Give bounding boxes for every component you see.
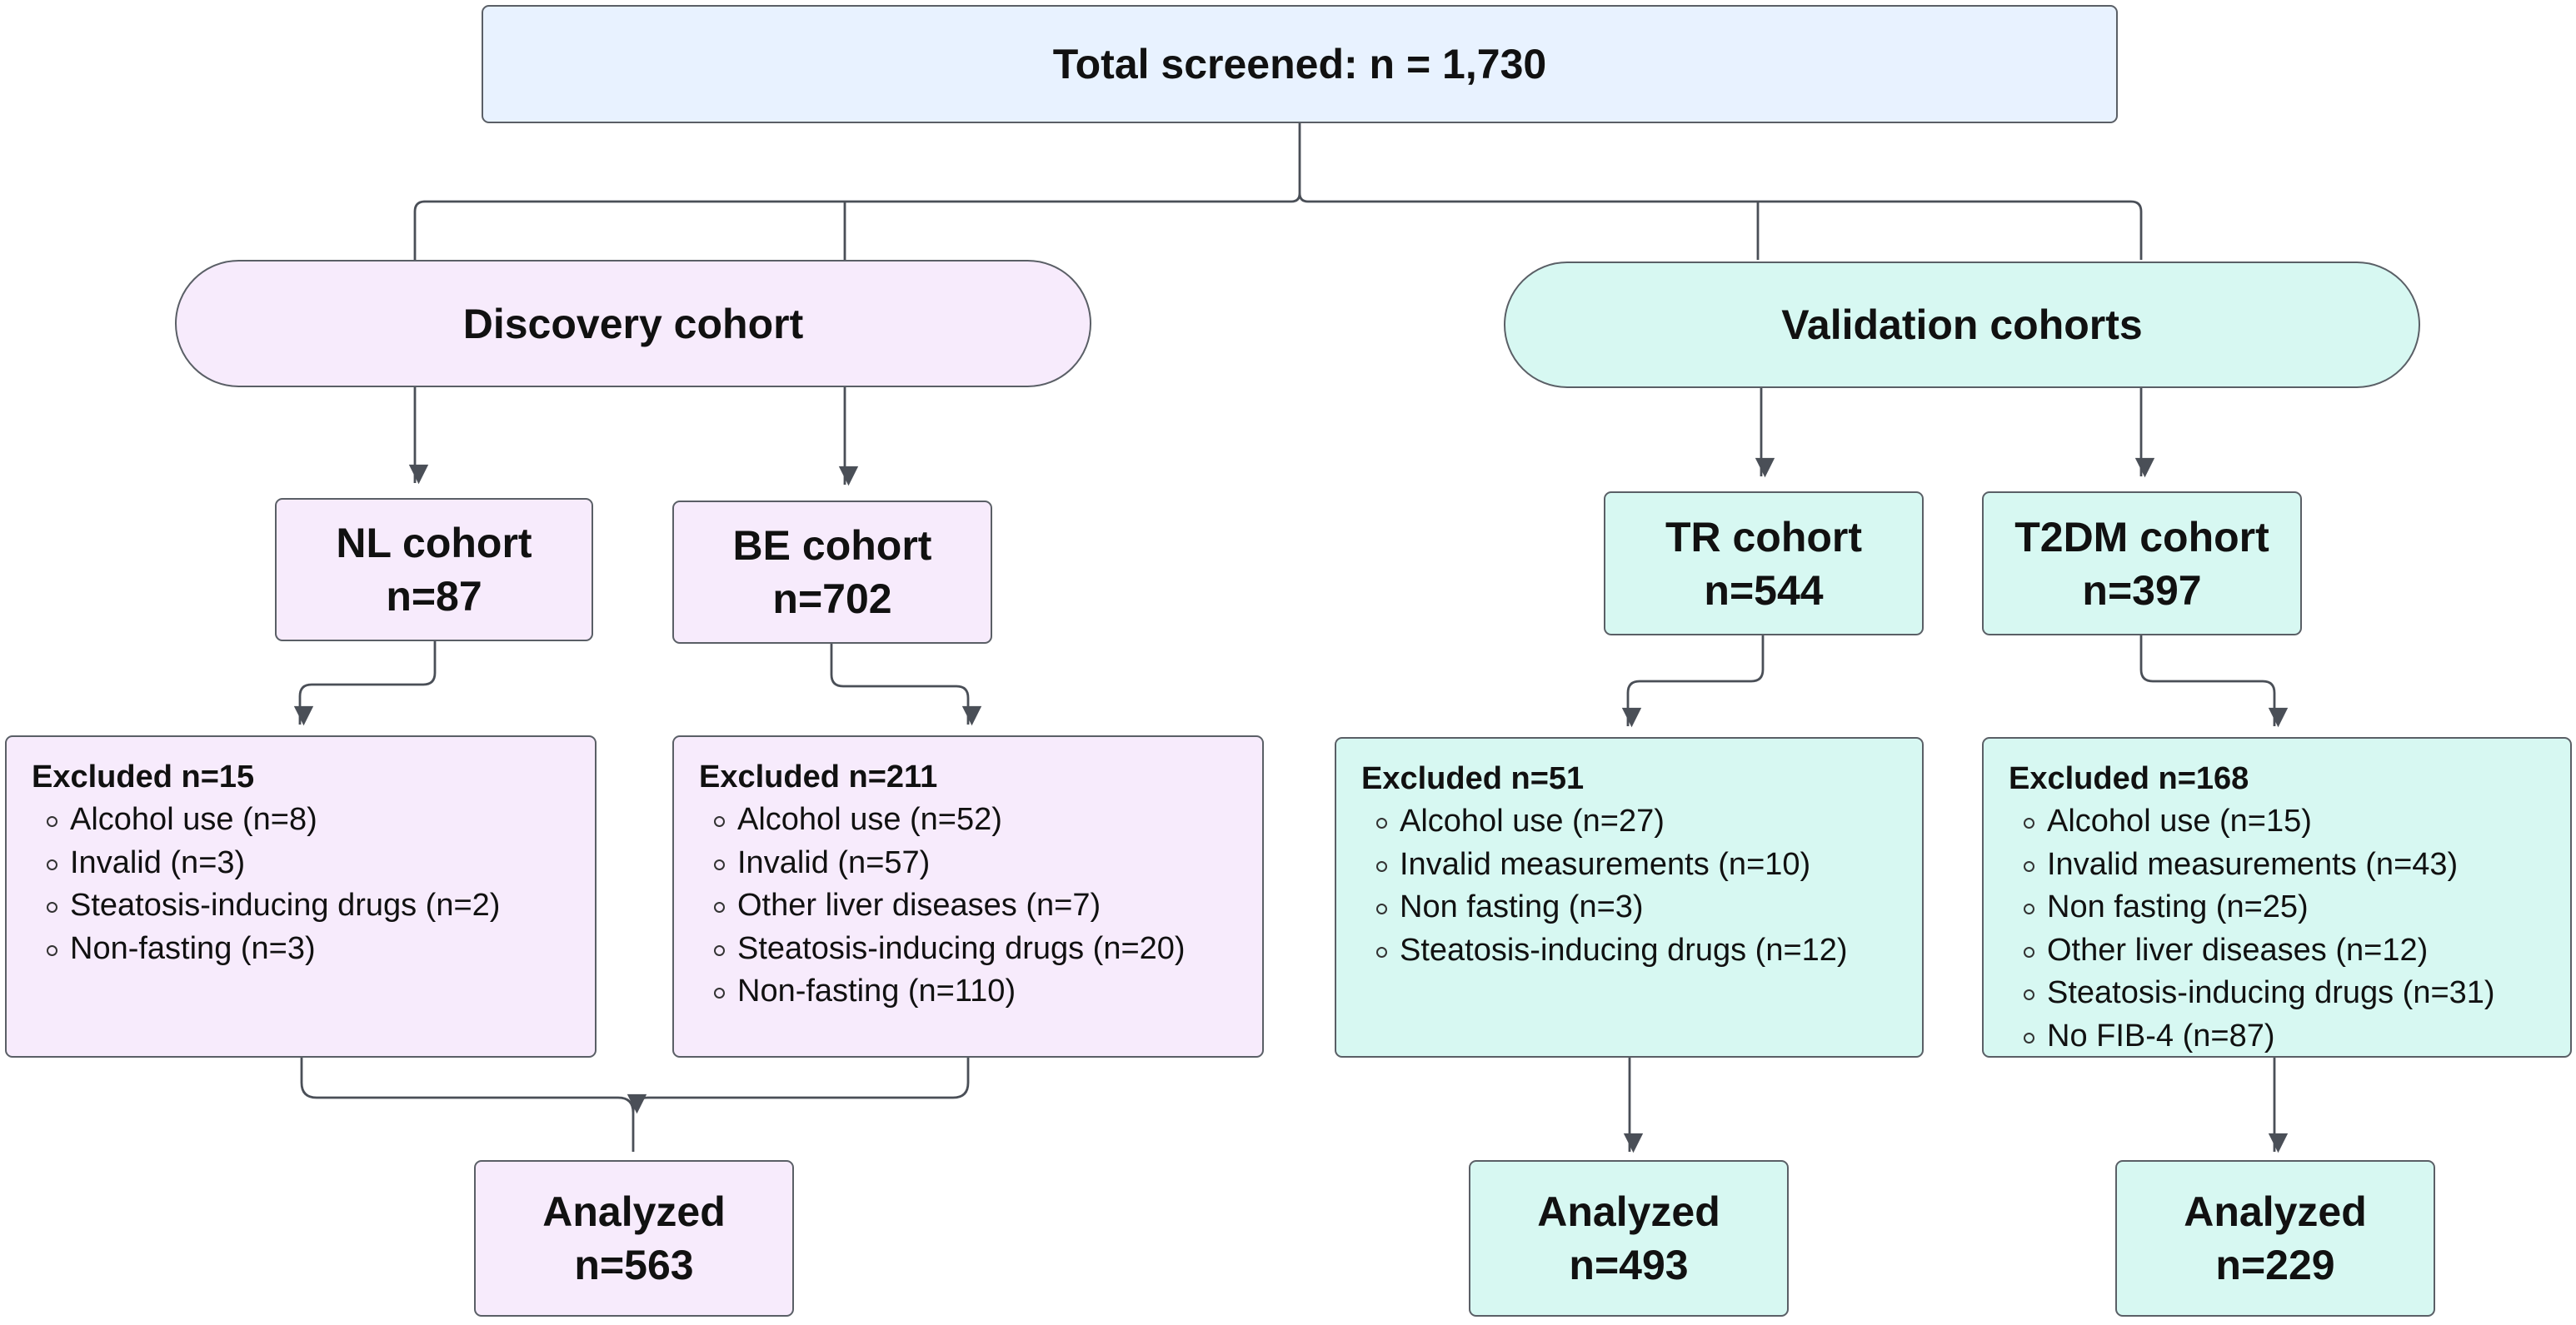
connector-tr-excluded xyxy=(1621,635,1765,728)
t2dm-analyzed-box: Analyzed n=229 xyxy=(2115,1160,2435,1317)
excluded-title: Excluded n=168 xyxy=(2009,761,2249,796)
excluded-title: Excluded n=211 xyxy=(699,760,938,795)
analyzed-label: Analyzed xyxy=(2184,1188,2367,1235)
tr-excluded-box: Excluded n=51 Alcohol use (n=27) Invalid… xyxy=(1335,737,1924,1058)
exclusion-item: Steatosis-inducing drugs (n=20) xyxy=(712,928,1186,971)
excluded-title: Excluded n=51 xyxy=(1361,761,1585,796)
exclusion-list: Alcohol use (n=27) Invalid measurements … xyxy=(1361,800,1848,972)
tr-cohort-box: TR cohort n=544 xyxy=(1604,491,1924,635)
nl-cohort-box: NL cohort n=87 xyxy=(275,498,593,641)
analyzed-count: n=563 xyxy=(574,1242,694,1288)
analyzed-count: n=493 xyxy=(1569,1242,1689,1288)
exclusion-item: Other liver diseases (n=7) xyxy=(712,884,1186,928)
exclusion-list: Alcohol use (n=52) Invalid (n=57) Other … xyxy=(699,799,1186,1014)
exclusion-item: Alcohol use (n=52) xyxy=(712,799,1186,842)
discovery-cohort-box: Discovery cohort xyxy=(175,260,1091,387)
cohort-name: TR cohort xyxy=(1665,513,1863,560)
exclusion-item: Steatosis-inducing drugs (n=12) xyxy=(1375,929,1848,973)
exclusion-item: Alcohol use (n=27) xyxy=(1375,800,1848,844)
exclusion-item: Other liver diseases (n=12) xyxy=(2022,929,2495,973)
discovery-cohort-label: Discovery cohort xyxy=(462,300,804,347)
connector-discovery-merge xyxy=(300,1058,970,1152)
exclusion-item: Alcohol use (n=15) xyxy=(2022,800,2495,844)
total-screened-label: Total screened: n = 1,730 xyxy=(1052,41,1547,87)
nl-excluded-box: Excluded n=15 Alcohol use (n=8) Invalid … xyxy=(5,735,597,1058)
analyzed-label: Analyzed xyxy=(1537,1188,1720,1235)
connector-nl-excluded xyxy=(293,641,437,726)
exclusion-item: Steatosis-inducing drugs (n=2) xyxy=(45,884,500,928)
exclusion-item: Invalid (n=3) xyxy=(45,842,500,885)
cohort-count: n=702 xyxy=(772,575,892,622)
excluded-title: Excluded n=15 xyxy=(32,760,255,795)
analyzed-label: Analyzed xyxy=(542,1188,726,1235)
exclusion-item: Invalid measurements (n=43) xyxy=(2022,844,2495,887)
connector-t2dm-excluded xyxy=(2139,635,2289,728)
exclusion-item: Steatosis-inducing drugs (n=31) xyxy=(2022,972,2495,1015)
cohort-count: n=544 xyxy=(1704,566,1824,614)
exclusion-item: Invalid measurements (n=10) xyxy=(1375,844,1848,887)
cohort-count: n=87 xyxy=(386,573,482,620)
connector-total-trunk xyxy=(413,123,2143,260)
cohort-name: BE cohort xyxy=(732,522,932,569)
be-cohort-box: BE cohort n=702 xyxy=(672,501,992,644)
cohort-name: T2DM cohort xyxy=(2014,513,2269,560)
exclusion-list: Alcohol use (n=8) Invalid (n=3) Steatosi… xyxy=(32,799,500,970)
exclusion-item: Invalid (n=57) xyxy=(712,842,1186,885)
exclusion-item: Alcohol use (n=8) xyxy=(45,799,500,842)
exclusion-item: Non-fasting (n=110) xyxy=(712,970,1186,1014)
connector-be-excluded xyxy=(830,644,982,726)
exclusion-list: Alcohol use (n=15) Invalid measurements … xyxy=(2009,800,2495,1058)
analyzed-count: n=229 xyxy=(2215,1242,2335,1288)
cohort-count: n=397 xyxy=(2082,566,2202,614)
be-excluded-box: Excluded n=211 Alcohol use (n=52) Invali… xyxy=(672,735,1264,1058)
exclusion-item: Non fasting (n=3) xyxy=(1375,886,1848,929)
total-screened-box: Total screened: n = 1,730 xyxy=(482,5,2118,123)
cohort-name: NL cohort xyxy=(336,520,532,566)
t2dm-cohort-box: T2DM cohort n=397 xyxy=(1982,491,2302,635)
exclusion-item: No FIB-4 (n=87) xyxy=(2022,1015,2495,1059)
validation-cohorts-box: Validation cohorts xyxy=(1504,262,2420,388)
tr-analyzed-box: Analyzed n=493 xyxy=(1469,1160,1789,1317)
discovery-analyzed-box: Analyzed n=563 xyxy=(474,1160,794,1317)
t2dm-excluded-box: Excluded n=168 Alcohol use (n=15) Invali… xyxy=(1982,737,2572,1058)
validation-cohorts-label: Validation cohorts xyxy=(1781,301,2143,348)
exclusion-item: Non fasting (n=25) xyxy=(2022,886,2495,929)
exclusion-item: Non-fasting (n=3) xyxy=(45,928,500,971)
